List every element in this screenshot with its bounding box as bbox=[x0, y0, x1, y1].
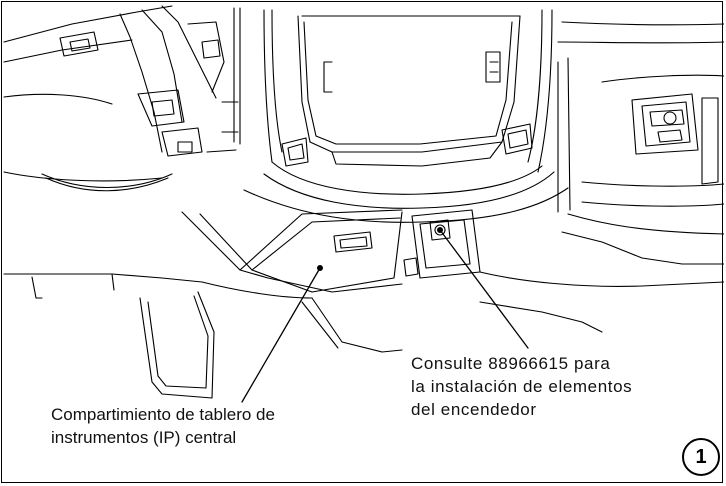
lighter-callout: Consulte 88966615 para la instalación de… bbox=[411, 352, 632, 421]
right-side-dash bbox=[557, 21, 724, 213]
upper-left-dash bbox=[3, 5, 241, 192]
ip-compartment-callout: Compartimiento de tablero de instrumento… bbox=[51, 403, 275, 449]
center-console-bezel bbox=[243, 9, 569, 223]
lower-console bbox=[3, 209, 724, 399]
lighter-line-3: del encendedor bbox=[411, 400, 537, 419]
ip-compartment-line-2: instrumentos (IP) central bbox=[51, 428, 237, 447]
figure-number-badge: 1 bbox=[682, 438, 720, 476]
lighter-line-2: la instalación de elementos bbox=[411, 377, 633, 396]
lighter-line-1: Consulte 88966615 para bbox=[411, 354, 611, 373]
ip-compartment-line-1: Compartimiento de tablero de bbox=[51, 405, 275, 424]
leader-lines bbox=[241, 227, 529, 403]
